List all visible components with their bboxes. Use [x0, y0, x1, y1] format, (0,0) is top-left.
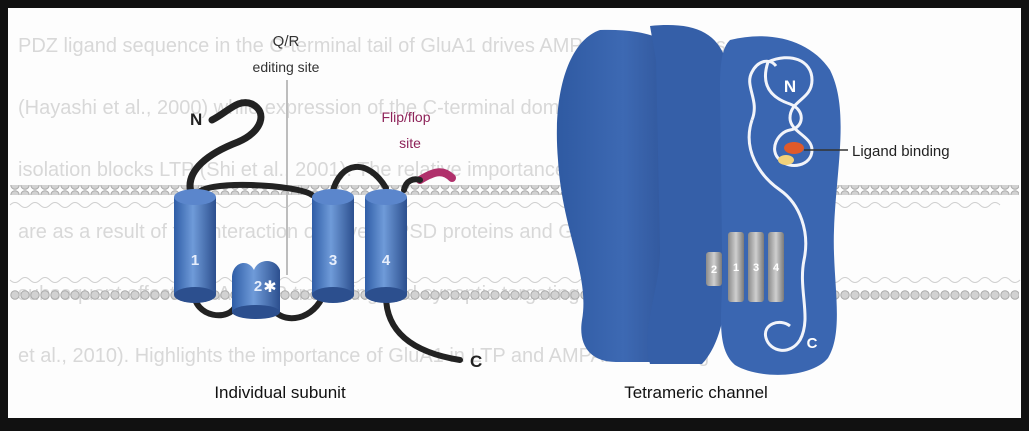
qr-site-star-icon: ✱ [263, 279, 276, 296]
qr-label-line1: Q/R [273, 33, 300, 50]
subunit-front-right [720, 36, 841, 375]
helix-3-bottom [312, 287, 354, 303]
helix-1-label: 1 [191, 252, 199, 269]
helix-4-bottom [365, 287, 407, 303]
membrane-lower-heads [10, 290, 1019, 300]
helix-2-label: 2 [254, 278, 262, 295]
helix-1-body [174, 197, 216, 295]
ligand-binding-icon [784, 142, 804, 154]
helix-2: 2 ✱ [232, 261, 280, 319]
helix-1: 1 [174, 189, 216, 303]
flipflop-label-line1: Flip/flop [381, 109, 430, 125]
tm-label-1: 1 [733, 262, 739, 274]
tm-label-3: 3 [753, 262, 759, 274]
membrane-upper-heads [10, 185, 1019, 195]
tm-label-4: 4 [773, 262, 780, 274]
qr-label-line2: editing site [253, 59, 320, 75]
flipflop-label-line2: site [399, 135, 421, 151]
helix-4-label: 4 [382, 252, 391, 269]
c-terminal-label: C [470, 352, 482, 371]
channel-n-label: N [784, 77, 796, 96]
helix-4-body [365, 197, 407, 295]
individual-subunit-caption: Individual subunit [214, 383, 346, 402]
tetrameric-channel-caption: Tetrameric channel [624, 383, 768, 402]
helix-3-label: 3 [329, 252, 337, 269]
ligand-halo-1 [778, 155, 794, 165]
helix-3-body [312, 197, 354, 295]
helix-3-top [312, 189, 354, 205]
helix-1-bottom [174, 287, 216, 303]
helix-1-top [174, 189, 216, 205]
n-terminal-label: N [190, 110, 202, 129]
helix-4-top [365, 189, 407, 205]
helix-4: 4 [365, 189, 407, 303]
channel-c-label: C [807, 335, 818, 352]
helix-3: 3 [312, 189, 354, 303]
subunit-back-center [647, 25, 730, 364]
helix-2-bottom [232, 305, 280, 319]
tm-label-2: 2 [711, 264, 717, 276]
ligand-binding-label: Ligand binding [852, 143, 950, 160]
